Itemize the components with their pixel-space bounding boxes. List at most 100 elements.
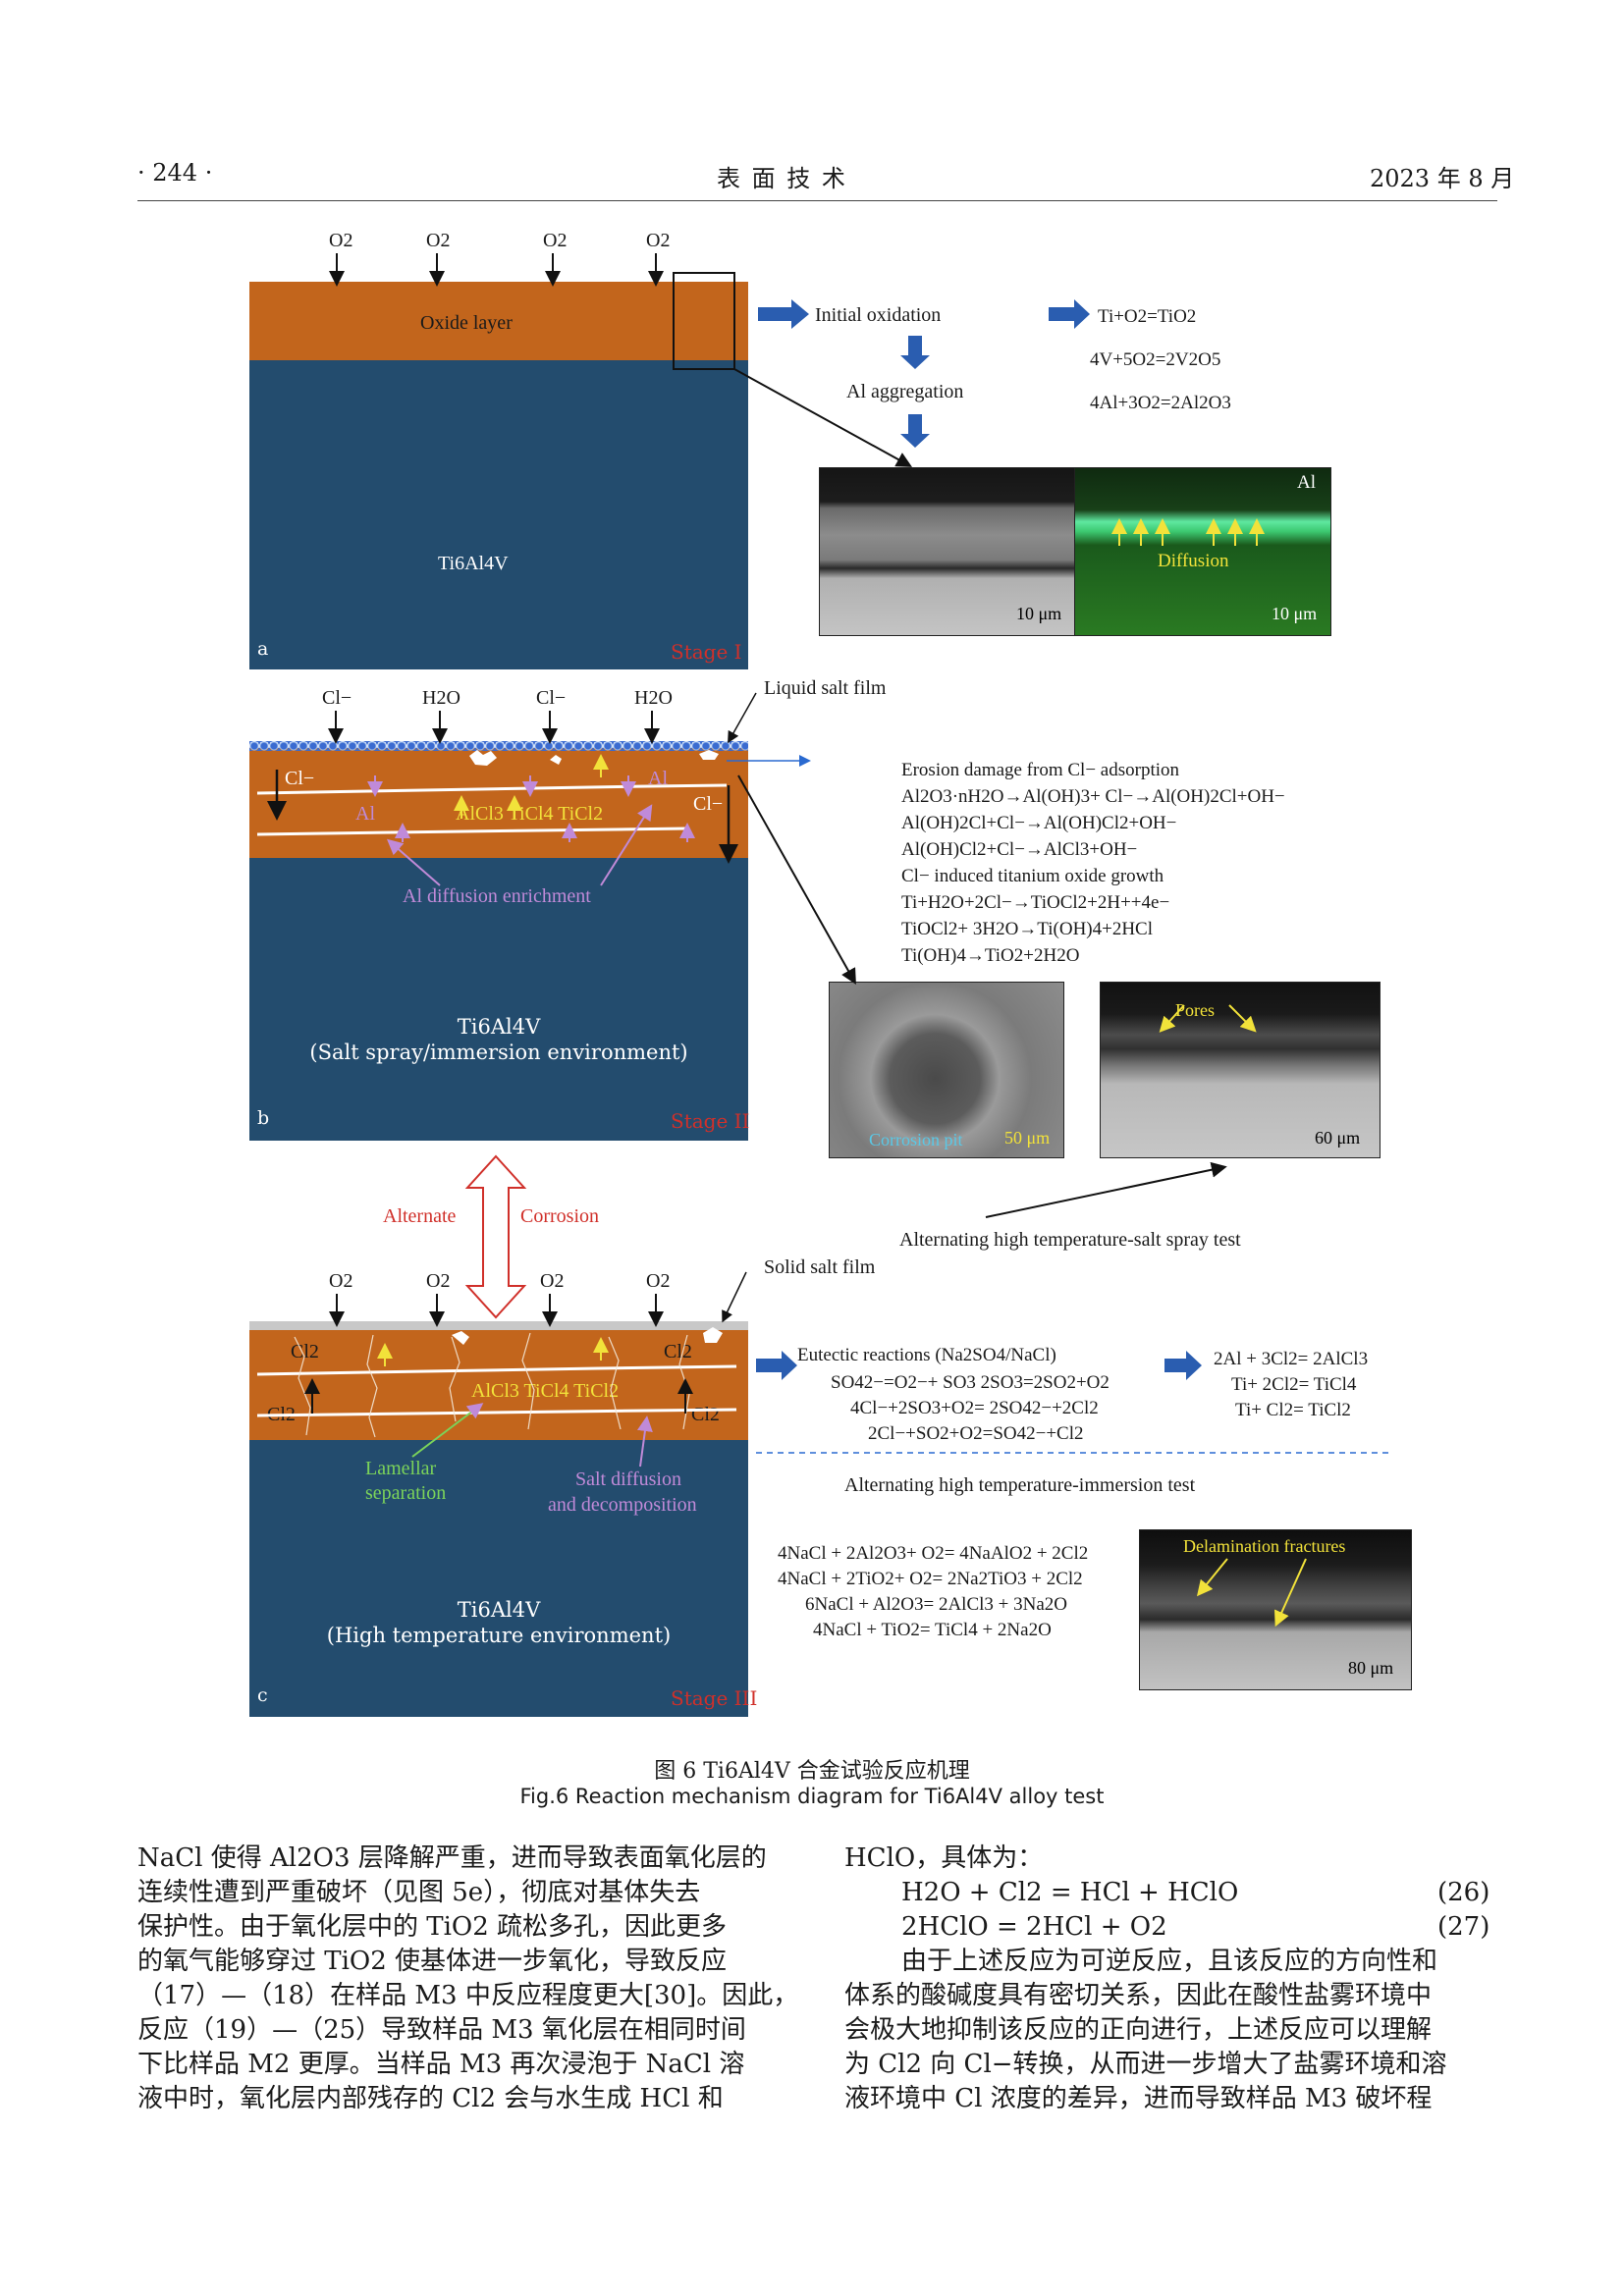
initial-oxidation-label: Initial oxidation bbox=[815, 304, 942, 326]
cl2-label: Cl2 bbox=[291, 1341, 319, 1362]
chlorides-label-c: AlCl3 TiCl4 TiCl2 bbox=[471, 1380, 620, 1402]
delamination-label: Delamination fractures bbox=[1183, 1536, 1346, 1556]
zoom-box-a bbox=[673, 272, 735, 370]
equation-26-number: (26) bbox=[1437, 1878, 1490, 1907]
diffusion-label: Diffusion bbox=[1158, 551, 1229, 571]
solid-salt-film bbox=[249, 1321, 748, 1330]
liquid-salt-film-label: Liquid salt film bbox=[764, 677, 887, 699]
salt-diffusion-label: Salt diffusion bbox=[575, 1468, 681, 1490]
header-rule bbox=[137, 200, 1497, 201]
ion-arrows-b bbox=[328, 711, 660, 744]
al-left-label: Al bbox=[355, 803, 375, 825]
reaction-line: TiOCl2+ 3H2O→Ti(OH)4+2HCl bbox=[901, 919, 1153, 939]
cl-inside-left: Cl− bbox=[285, 768, 315, 789]
micrograph-pores: Pores 60 μm bbox=[1100, 982, 1380, 1158]
scale-bar-label: 60 μm bbox=[1315, 1128, 1361, 1148]
cl-ion-label: Cl− bbox=[536, 687, 567, 709]
body-line: 液环境中 Cl 浓度的差异，进而导致样品 M3 破坏程 bbox=[844, 2084, 1433, 2113]
cycle-arrow bbox=[464, 1154, 527, 1319]
o2-label: O2 bbox=[329, 1270, 353, 1292]
figure-caption-cn: 图 6 Ti6Al4V 合金试验反应机理 bbox=[654, 1759, 970, 1784]
nacl-reaction: 4NaCl + 2TiO2+ O2= 2Na2TiO3 + 2Cl2 bbox=[778, 1569, 1083, 1589]
issue-date: 2023 年 8 月 bbox=[1370, 165, 1515, 192]
substrate-label-a: Ti6Al4V bbox=[438, 553, 509, 574]
eutectic-title: Eutectic reactions (Na2SO4/NaCl) bbox=[797, 1345, 1056, 1365]
o2-label: O2 bbox=[329, 230, 353, 251]
body-line: 的氧气能够穿过 TiO2 使基体进一步氧化，导致反应 bbox=[137, 1947, 728, 1976]
body-line: 保护性。由于氧化层中的 TiO2 疏松多孔，因此更多 bbox=[137, 1912, 728, 1942]
al-aggregation-label: Al aggregation bbox=[846, 381, 964, 402]
chlorination-reaction: Ti+ 2Cl2= TiCl4 bbox=[1231, 1374, 1357, 1395]
body-line: 体系的酸碱度具有密切关系，因此在酸性盐雾环境中 bbox=[844, 1981, 1433, 2010]
scale-bar-label: 10 μm bbox=[1272, 604, 1318, 623]
substrate-a bbox=[249, 360, 748, 669]
chlorination-reaction: Ti+ Cl2= TiCl2 bbox=[1235, 1400, 1351, 1420]
reaction-line: Al(OH)Cl2+Cl−→AlCl3+OH− bbox=[901, 839, 1138, 860]
substrate-label-c: Ti6Al4V bbox=[457, 1598, 541, 1622]
o2-label: O2 bbox=[540, 1270, 565, 1292]
nacl-reaction: 4NaCl + 2Al2O3+ O2= 4NaAlO2 + 2Cl2 bbox=[778, 1543, 1089, 1564]
stage-label-a: Stage I bbox=[671, 640, 742, 664]
body-line: NaCl 使得 Al2O3 层降解严重，进而导致表面氧化层的 bbox=[137, 1843, 767, 1873]
reaction-line: Al2O3·nH2O→Al(OH)3+ Cl−→Al(OH)2Cl+OH− bbox=[901, 786, 1285, 807]
nacl-reaction: 4NaCl + TiO2= TiCl4 + 2Na2O bbox=[813, 1620, 1052, 1640]
al-diffusion-label: Al diffusion enrichment bbox=[403, 885, 591, 907]
nacl-reaction: 6NaCl + Al2O3= 2AlCl3 + 3Na2O bbox=[805, 1594, 1068, 1615]
stage-label-b: Stage II bbox=[671, 1109, 750, 1133]
oxide-layer-c bbox=[249, 1330, 748, 1440]
cl-inside-right: Cl− bbox=[693, 793, 724, 815]
oxide-layer-b bbox=[249, 748, 748, 858]
body-line: （17）—（18）在样品 M3 中反应程度更大[30]。因此， bbox=[137, 1981, 799, 2010]
reaction-line: Cl− induced titanium oxide growth bbox=[901, 866, 1164, 886]
eutectic-reaction: 4Cl−+2SO3+O2= 2SO42−+2Cl2 bbox=[850, 1398, 1099, 1418]
body-line: 下比样品 M2 更厚。当样品 M3 再次浸泡于 NaCl 溶 bbox=[137, 2050, 745, 2079]
body-line: 由于上述反应为可逆反应，且该反应的方向性和 bbox=[901, 1947, 1438, 1976]
salt-diffusion-label: and decomposition bbox=[548, 1494, 697, 1516]
environment-label-c: (High temperature environment) bbox=[326, 1624, 672, 1647]
process-arrows-a bbox=[758, 299, 1090, 448]
substrate-b bbox=[249, 858, 748, 1141]
o2-label: O2 bbox=[426, 1270, 451, 1292]
o2-arrows-a bbox=[329, 253, 664, 287]
reaction-line: Ti+H2O+2Cl−→TiOCl2+2H++4e− bbox=[901, 892, 1170, 913]
o2-arrows-c bbox=[329, 1294, 664, 1327]
o2-label: O2 bbox=[646, 1270, 671, 1292]
scale-bar-label: 50 μm bbox=[1004, 1128, 1051, 1148]
body-line: 为 Cl2 向 Cl−转换，从而进一步增大了盐雾环境和溶 bbox=[844, 2050, 1447, 2079]
body-line: 液中时，氧化层内部残存的 Cl2 会与水生成 HCl 和 bbox=[137, 2084, 724, 2113]
water-label: H2O bbox=[422, 687, 460, 709]
micrograph-al-map: Al Diffusion 10 μm bbox=[1074, 467, 1331, 636]
corrosion-label: Corrosion bbox=[520, 1205, 599, 1227]
chlorides-label-b: AlCl3 TiCl4 TiCl2 bbox=[456, 803, 604, 825]
body-line: 会极大地抑制该反应的正向进行，上述反应可以理解 bbox=[844, 2015, 1433, 2045]
alternate-label: Alternate bbox=[383, 1205, 457, 1227]
oxide-layer-a bbox=[249, 282, 748, 360]
substrate-c bbox=[249, 1440, 748, 1717]
o2-label: O2 bbox=[543, 230, 568, 251]
equation-27-number: (27) bbox=[1437, 1912, 1490, 1942]
stage-label-c: Stage III bbox=[671, 1686, 758, 1710]
liquid-salt-film bbox=[249, 741, 748, 751]
figure-caption-en: Fig.6 Reaction mechanism diagram for Ti6… bbox=[519, 1785, 1105, 1808]
reaction-line: Ti(OH)4→TiO2+2H2O bbox=[901, 945, 1080, 966]
o2-label: O2 bbox=[426, 230, 451, 251]
o2-label: O2 bbox=[646, 230, 671, 251]
salt-spray-test-label: Alternating high temperature-salt spray … bbox=[899, 1229, 1241, 1251]
lamellar-label: separation bbox=[365, 1482, 447, 1504]
scale-bar-label: 10 μm bbox=[1016, 604, 1062, 623]
reaction-ti-o2: Ti+O2=TiO2 bbox=[1098, 306, 1197, 327]
chlorination-reaction: 2Al + 3Cl2= 2AlCl3 bbox=[1214, 1349, 1369, 1369]
panel-letter-b: b bbox=[257, 1107, 270, 1129]
body-line: HClO，具体为： bbox=[844, 1843, 1044, 1873]
reaction-line: Erosion damage from Cl− adsorption bbox=[901, 760, 1179, 780]
reaction-al-o2: 4Al+3O2=2Al2O3 bbox=[1090, 393, 1231, 413]
corrosion-pit-label: Corrosion pit bbox=[869, 1130, 963, 1149]
panel-letter-c: c bbox=[257, 1684, 268, 1706]
cl-ion-label: Cl− bbox=[322, 687, 352, 709]
pores-label: Pores bbox=[1175, 1000, 1215, 1020]
lamellar-label: Lamellar bbox=[365, 1458, 437, 1479]
body-line: 连续性遭到严重破坏（见图 5e），彻底对基体失去 bbox=[137, 1878, 701, 1907]
scale-bar-label: 80 μm bbox=[1348, 1658, 1394, 1678]
micrograph-corrosion-pit: Corrosion pit 50 μm bbox=[829, 982, 1064, 1158]
